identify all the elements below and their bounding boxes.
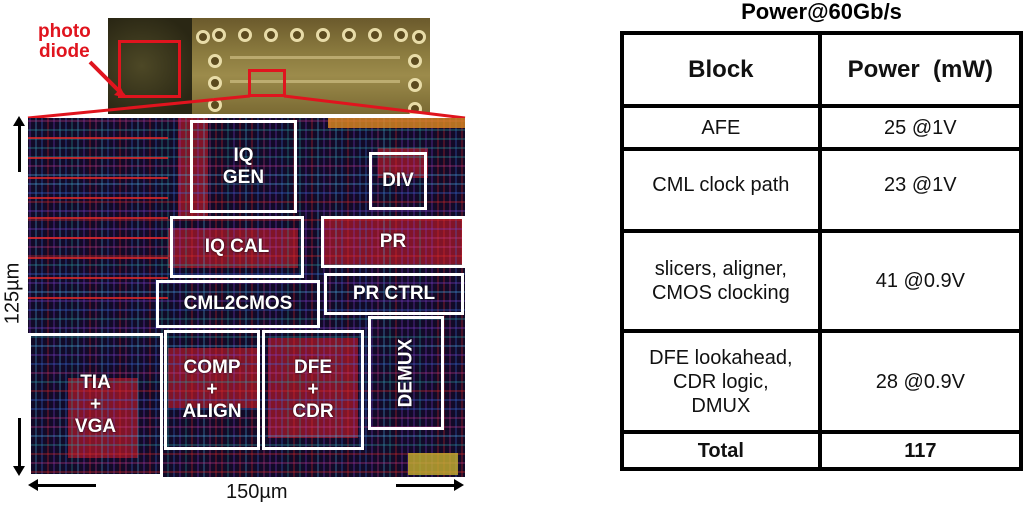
width-arrow-left — [38, 484, 96, 487]
metal-trace — [178, 118, 208, 218]
photodiode-label: photo diode — [38, 21, 91, 62]
block-pr-ctrl: PR CTRL — [324, 273, 464, 315]
cell-power: 25 @1V — [817, 104, 1023, 151]
table-row: DFE lookahead,CDR logic,DMUX 28 @0.9V — [620, 329, 1023, 434]
cell-total-value: 117 — [817, 430, 1023, 471]
table-header-row: Block Power (mW) — [620, 31, 1023, 108]
table-total-row: Total 117 — [620, 430, 1023, 471]
cell-block: slicers, aligner,CMOS clocking — [620, 229, 822, 333]
metal-trace — [328, 118, 465, 128]
table-row: AFE 25 @1V — [620, 104, 1023, 151]
block-pr: PR — [321, 216, 465, 268]
cell-power: 41 @0.9V — [817, 229, 1023, 333]
width-arrow-right — [396, 484, 454, 487]
table-row: slicers, aligner,CMOS clocking 41 @0.9V — [620, 229, 1023, 333]
photodiode-highlight — [118, 40, 181, 98]
arrow-head-up — [13, 116, 25, 126]
header-power: Power (mW) — [817, 31, 1023, 108]
arrow-head-down — [13, 466, 25, 476]
zoom-line-right — [283, 94, 466, 120]
cell-block: CML clock path — [620, 147, 822, 233]
layout-metal-pattern — [28, 118, 465, 477]
zoom-line-left — [27, 94, 251, 120]
height-label: 125µm — [1, 262, 24, 325]
cell-power: 23 @1V — [817, 147, 1023, 233]
header-block: Block — [620, 31, 822, 108]
metal-trace — [168, 348, 258, 408]
photodiode-pointer-arrow — [88, 60, 126, 98]
block-demux: DEMUX — [368, 316, 444, 430]
arrow-head-left — [28, 479, 38, 491]
cell-block: AFE — [620, 104, 822, 151]
cell-total-label: Total — [620, 430, 822, 471]
block-comp-align: COMP+ALIGN — [164, 330, 260, 450]
table-row: CML clock path 23 @1V — [620, 147, 1023, 233]
callout-lines — [27, 60, 466, 120]
height-arrow-bottom — [18, 418, 21, 468]
block-div: DIV — [369, 152, 427, 210]
cell-power: 28 @0.9V — [817, 329, 1023, 434]
metal-trace — [408, 453, 458, 475]
block-dfe-cdr: DFE+CDR — [262, 330, 364, 450]
height-arrow-top — [18, 124, 21, 172]
block-tia-vga: TIA+VGA — [28, 333, 163, 477]
zoom-region-highlight — [248, 69, 286, 97]
block-iq-cal: IQ CAL — [170, 216, 304, 278]
power-table: Block Power (mW) AFE 25 @1V CML clock pa… — [620, 31, 1023, 471]
arrow-head-right — [454, 479, 464, 491]
width-label: 150µm — [226, 481, 288, 503]
cell-block: DFE lookahead,CDR logic,DMUX — [620, 329, 822, 434]
metal-trace — [324, 218, 464, 268]
table-title: Power@60Gb/s — [741, 0, 902, 24]
block-cml2cmos: CML2CMOS — [156, 280, 320, 328]
arrow-head — [114, 88, 126, 98]
